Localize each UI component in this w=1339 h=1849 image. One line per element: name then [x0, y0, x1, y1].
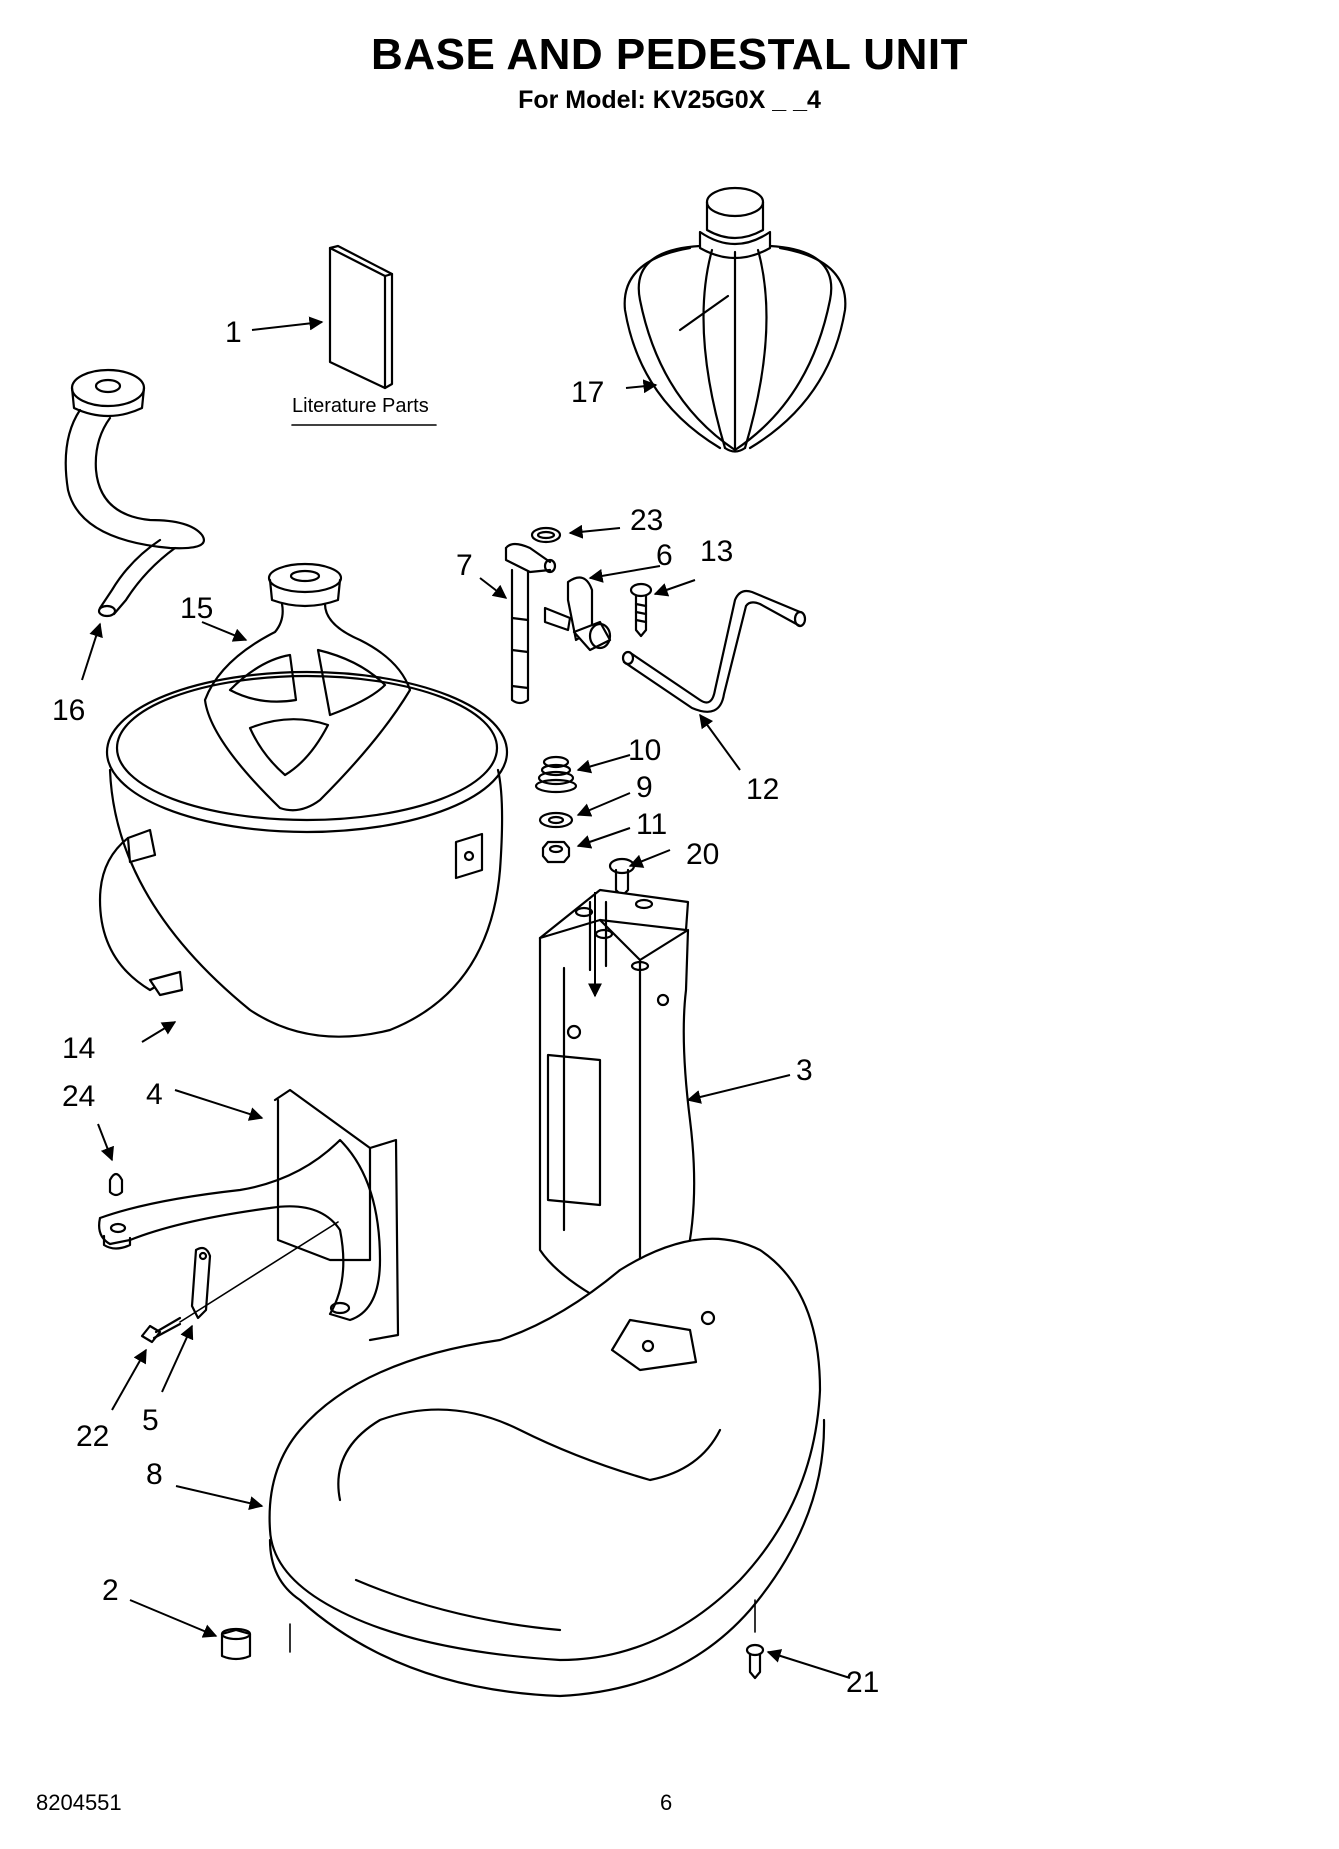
callout-22: 22: [76, 1420, 109, 1453]
model-subtitle: For Model: KV25G0X _ _4: [518, 86, 821, 114]
bowl-support: [98, 1088, 400, 1342]
callout-11: 11: [636, 808, 667, 841]
callout-23: 23: [630, 504, 663, 537]
literature-parts-label: Literature Parts: [292, 395, 429, 417]
callout-6: 6: [656, 539, 673, 572]
pedestal-screw: [608, 857, 636, 898]
lift-screw: [629, 582, 653, 638]
flat-beater: [203, 562, 412, 812]
callout-21: 21: [846, 1666, 879, 1699]
document-number: 8204551: [36, 1790, 122, 1815]
callout-8: 8: [146, 1458, 163, 1491]
lift-pin: [504, 542, 557, 705]
lift-bracket: [543, 576, 612, 652]
callout-16: 16: [52, 694, 85, 727]
callout-24: 24: [62, 1080, 95, 1113]
callout-10: 10: [628, 734, 661, 767]
support-clip: [190, 1246, 212, 1320]
callout-13: 13: [700, 535, 733, 568]
callout-20: 20: [686, 838, 719, 871]
base-foot: [220, 1623, 291, 1661]
dough-hook: [64, 368, 205, 618]
mixing-bowl: [98, 670, 509, 1038]
callout-3: 3: [796, 1054, 813, 1087]
callout-12: 12: [746, 773, 779, 806]
bumper: [108, 1172, 124, 1197]
spring: [534, 755, 578, 794]
literature-card: [328, 244, 394, 390]
support-screw: [140, 1316, 182, 1344]
page-title: BASE AND PEDESTAL UNIT: [371, 30, 968, 79]
base-screw: [745, 1599, 765, 1680]
nut: [541, 840, 571, 864]
callout-5: 5: [142, 1404, 159, 1437]
callout-9: 9: [636, 771, 653, 804]
callout-7: 7: [456, 549, 473, 582]
retaining-ring: [530, 526, 562, 544]
page-number: 6: [660, 1790, 673, 1815]
washer: [538, 811, 574, 829]
callout-15: 15: [180, 592, 213, 625]
callout-4: 4: [146, 1078, 163, 1111]
callout-1: 1: [225, 316, 242, 349]
wire-whip: [623, 186, 847, 453]
callout-14: 14: [62, 1032, 95, 1065]
mixer-base: [268, 1237, 826, 1698]
callout-2: 2: [102, 1574, 119, 1607]
callout-17: 17: [571, 376, 604, 409]
lift-handle: [621, 589, 807, 713]
